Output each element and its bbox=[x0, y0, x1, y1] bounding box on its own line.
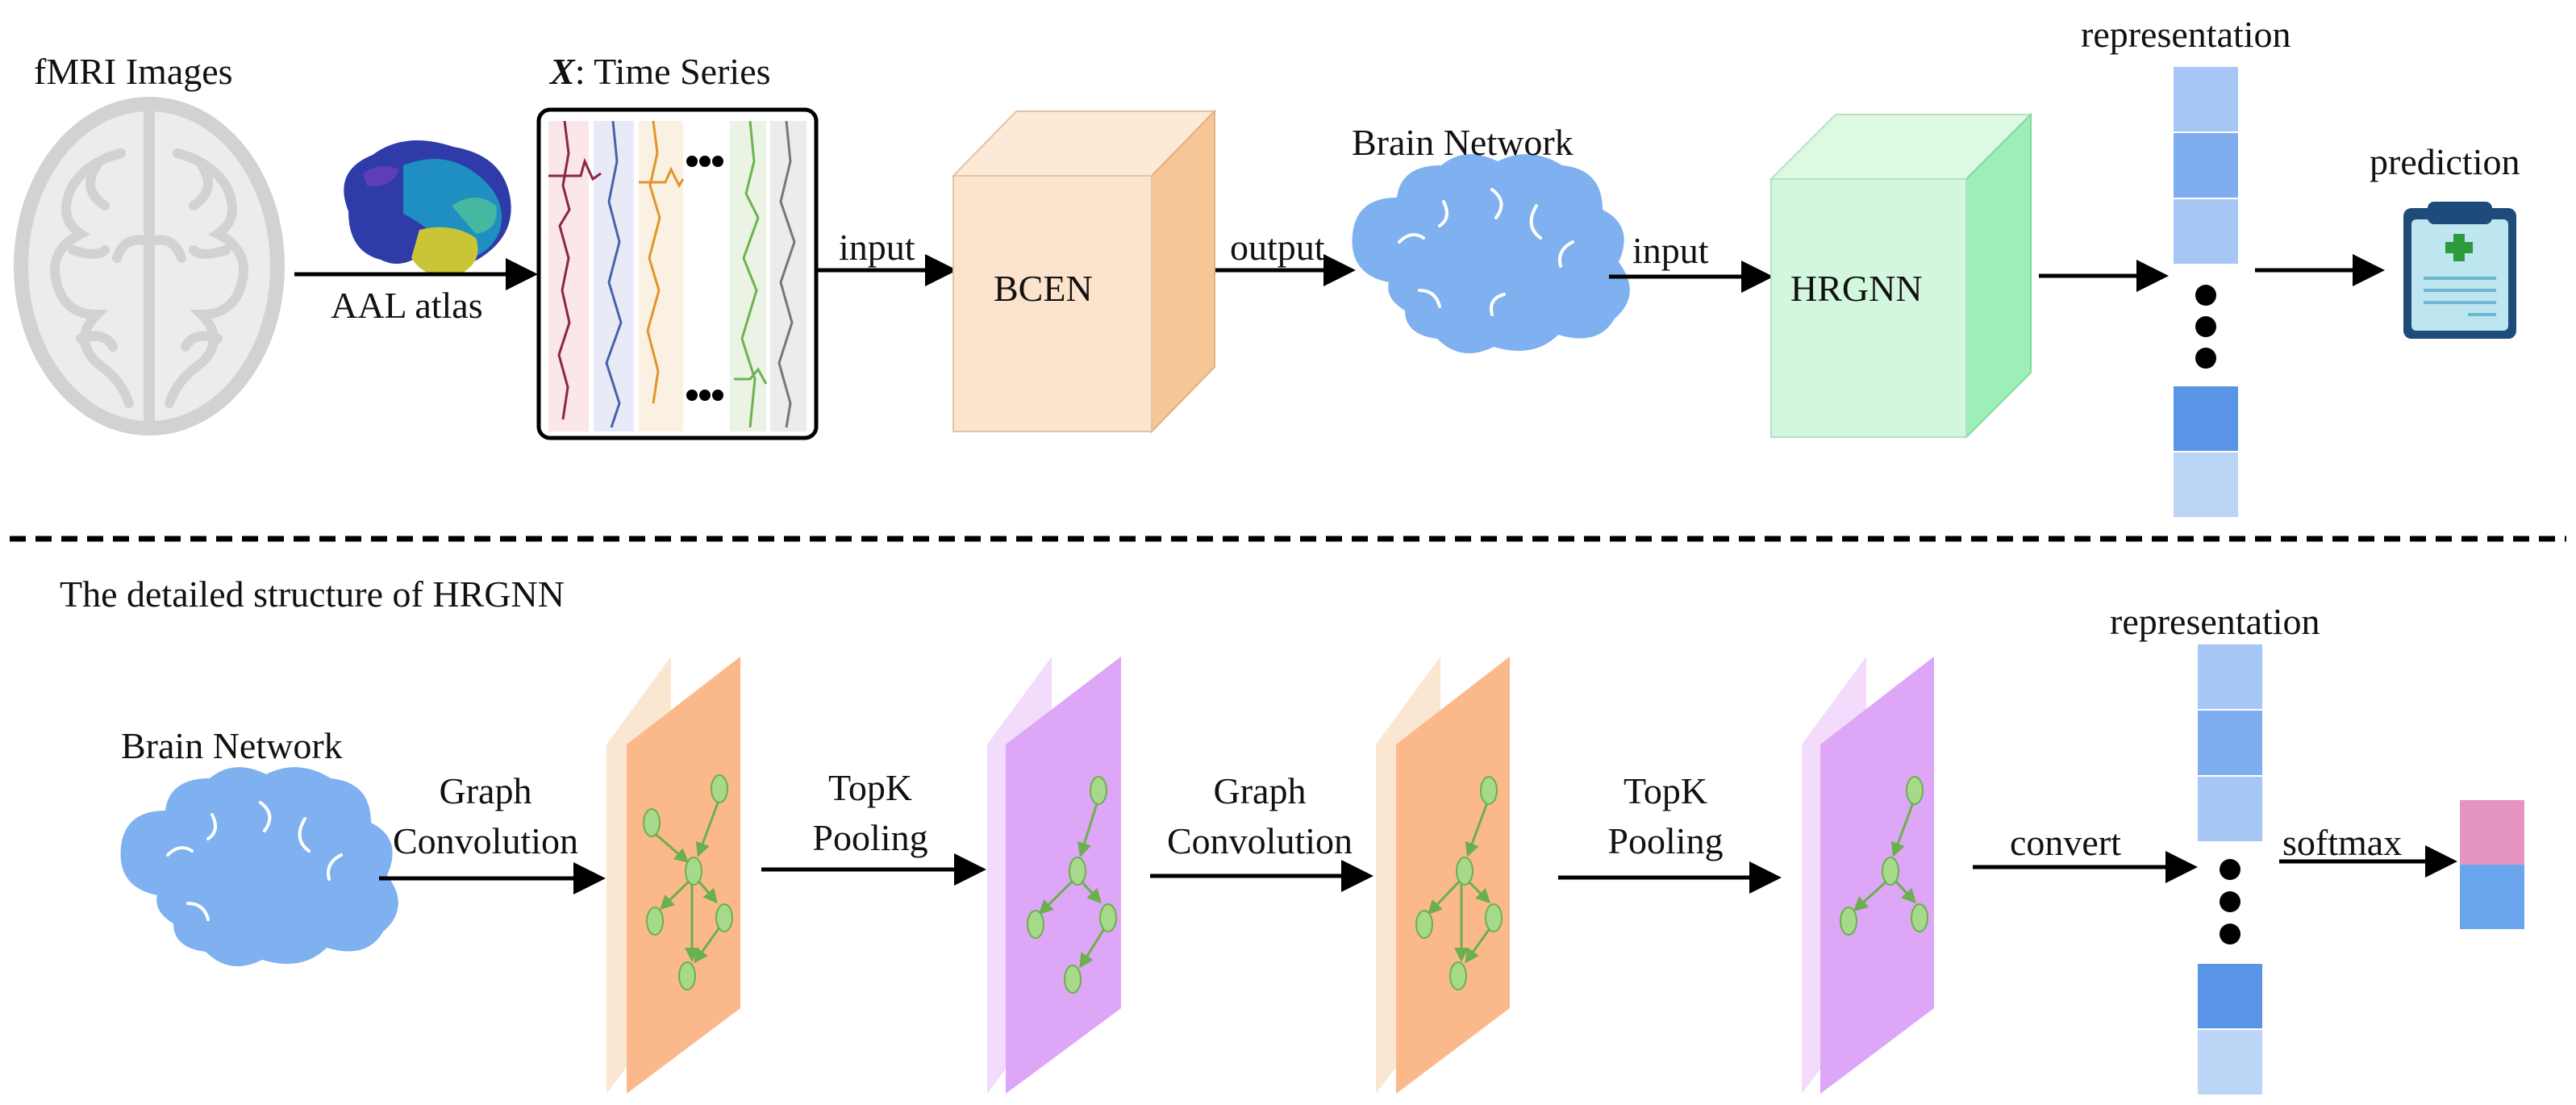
output-label: output bbox=[1230, 227, 1325, 268]
graph-conv-1-line1: Graph bbox=[439, 770, 532, 811]
graph-conv-2-line2: Convolution bbox=[1166, 820, 1353, 861]
fmri-images-label: fMRI Images bbox=[34, 51, 233, 92]
fmri-brain-slice-icon bbox=[14, 97, 285, 436]
bcen-label: BCEN bbox=[994, 268, 1093, 309]
topk-panel-1 bbox=[987, 657, 1121, 1094]
time-series-label: X: Time Series bbox=[550, 53, 771, 90]
prediction-label: prediction bbox=[2370, 141, 2520, 182]
topk-panel-2 bbox=[1802, 657, 1934, 1094]
topk-2-line2: Pooling bbox=[1607, 820, 1724, 861]
section-title: The detailed structure of HRGNN bbox=[60, 573, 565, 615]
brain-network-label-top: Brain Network bbox=[1352, 122, 1574, 163]
softmax-label: softmax bbox=[2282, 822, 2403, 863]
aal-atlas-label: AAL atlas bbox=[331, 285, 483, 326]
representation-vector-top bbox=[2172, 65, 2240, 519]
graph-conv-2-line1: Graph bbox=[1213, 770, 1307, 811]
bcen-block bbox=[951, 109, 1217, 434]
representation-vector-bottom bbox=[2196, 643, 2264, 1096]
time-series-symbol: X bbox=[550, 51, 575, 92]
time-series-text: : Time Series bbox=[574, 51, 771, 92]
graph-conv-panel-1 bbox=[606, 657, 740, 1094]
input-label-2: input bbox=[1632, 230, 1709, 271]
input-label-1: input bbox=[839, 227, 915, 268]
prediction-clipboard-icon bbox=[2403, 202, 2516, 339]
softmax-output bbox=[2460, 800, 2524, 929]
aal-atlas-brain-icon bbox=[344, 140, 511, 277]
representation-label-top: representation bbox=[2081, 14, 2291, 55]
brain-network-label-bottom: Brain Network bbox=[121, 725, 343, 766]
topk-label-1: TopK Pooling bbox=[769, 763, 971, 863]
hrgnn-block bbox=[1769, 112, 2033, 440]
representation-label-bottom: representation bbox=[2110, 601, 2320, 642]
convert-label: convert bbox=[2010, 822, 2121, 863]
graph-conv-label-1: Graph Convolution bbox=[365, 766, 606, 866]
topk-1-line1: TopK bbox=[827, 767, 913, 808]
graph-conv-1-line2: Convolution bbox=[392, 820, 579, 861]
topk-2-line1: TopK bbox=[1623, 770, 1708, 811]
brain-network-icon bbox=[1352, 154, 1630, 353]
hrgnn-label: HRGNN bbox=[1790, 268, 1923, 309]
graph-conv-label-2: Graph Convolution bbox=[1139, 766, 1381, 866]
brain-network-icon-bottom bbox=[120, 767, 398, 966]
time-series-panel bbox=[536, 107, 819, 440]
graph-conv-panel-2 bbox=[1376, 657, 1510, 1094]
topk-1-line2: Pooling bbox=[812, 817, 928, 858]
topk-label-2: TopK Pooling bbox=[1565, 766, 1766, 866]
